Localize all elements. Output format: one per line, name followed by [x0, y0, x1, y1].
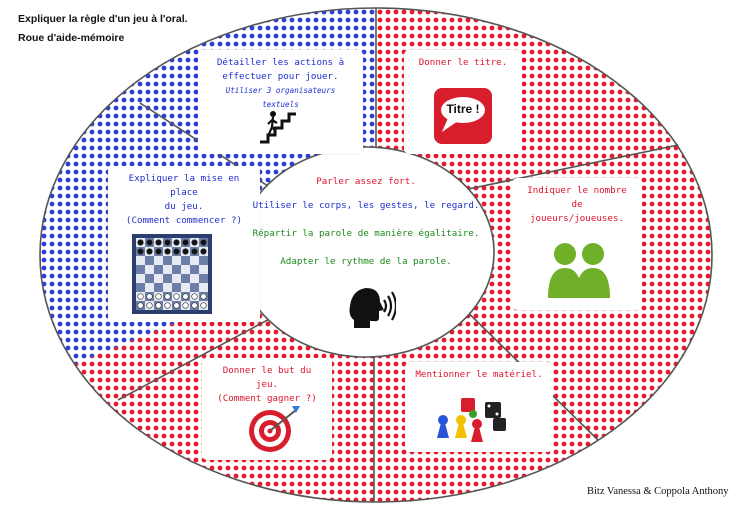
header: Expliquer la règle d'un jeu à l'oral. Ro…	[18, 10, 188, 48]
target-icon	[249, 406, 300, 452]
speaking-head-icon	[349, 288, 396, 328]
actions-subtext: Utiliser 3 organisateurs textuels	[225, 86, 336, 109]
header-title: Expliquer la règle d'un jeu à l'oral.	[18, 13, 188, 25]
section-setup-card: Expliquer la mise en place du jeu. (Comm…	[108, 166, 260, 322]
material-line1: Mentionner le matériel.	[415, 369, 543, 380]
title-badge-text: Titre !	[446, 102, 480, 116]
goal-line1: Donner le but du jeu.	[222, 365, 312, 390]
stairs-icon	[260, 111, 296, 144]
section-players-card: Indiquer le nombre de joueurs/joueuses.	[512, 178, 642, 310]
actions-line1: Détailler les actions à	[216, 57, 345, 68]
center-line-voice: Parler assez fort.	[316, 176, 416, 187]
goal-line2: (Comment gagner ?)	[217, 393, 317, 404]
section-title-card: Donner le titre. Titre !	[404, 50, 522, 154]
center-line-body: Utiliser le corps, les gestes, le regard…	[252, 200, 480, 211]
center-line-share: Répartir la parole de manière égalitaire…	[252, 228, 480, 239]
section-goal-card: Donner le but du jeu. (Comment gagner ?)	[202, 358, 332, 460]
players-line1: Indiquer le nombre de	[527, 185, 627, 210]
title-line1: Donner le titre.	[418, 57, 508, 68]
speech-bubble-icon: Titre !	[434, 88, 492, 144]
credit-authors: Bitz Vanessa & Coppola Anthony	[587, 486, 729, 497]
dice-pawns-icon	[437, 398, 506, 442]
actions-line2: effectuer pour jouer.	[222, 71, 339, 82]
setup-line2: du jeu.	[164, 201, 204, 212]
chessboard-icon	[132, 234, 212, 314]
center-line-rhythm: Adapter le rythme de la parole.	[280, 256, 452, 267]
header-subtitle: Roue d'aide-mémoire	[18, 32, 125, 44]
setup-line1: Expliquer la mise en place	[128, 173, 240, 198]
section-actions-card: Détailler les actions à effectuer pour j…	[198, 50, 363, 154]
players-line2: joueurs/joueuses.	[529, 213, 625, 224]
people-icon	[548, 243, 610, 298]
section-material-card: Mentionner le matériel.	[405, 362, 553, 452]
center-content: Parler assez fort. Utiliser le corps, le…	[246, 148, 486, 348]
setup-line3: (Comment commencer ?)	[125, 215, 243, 226]
